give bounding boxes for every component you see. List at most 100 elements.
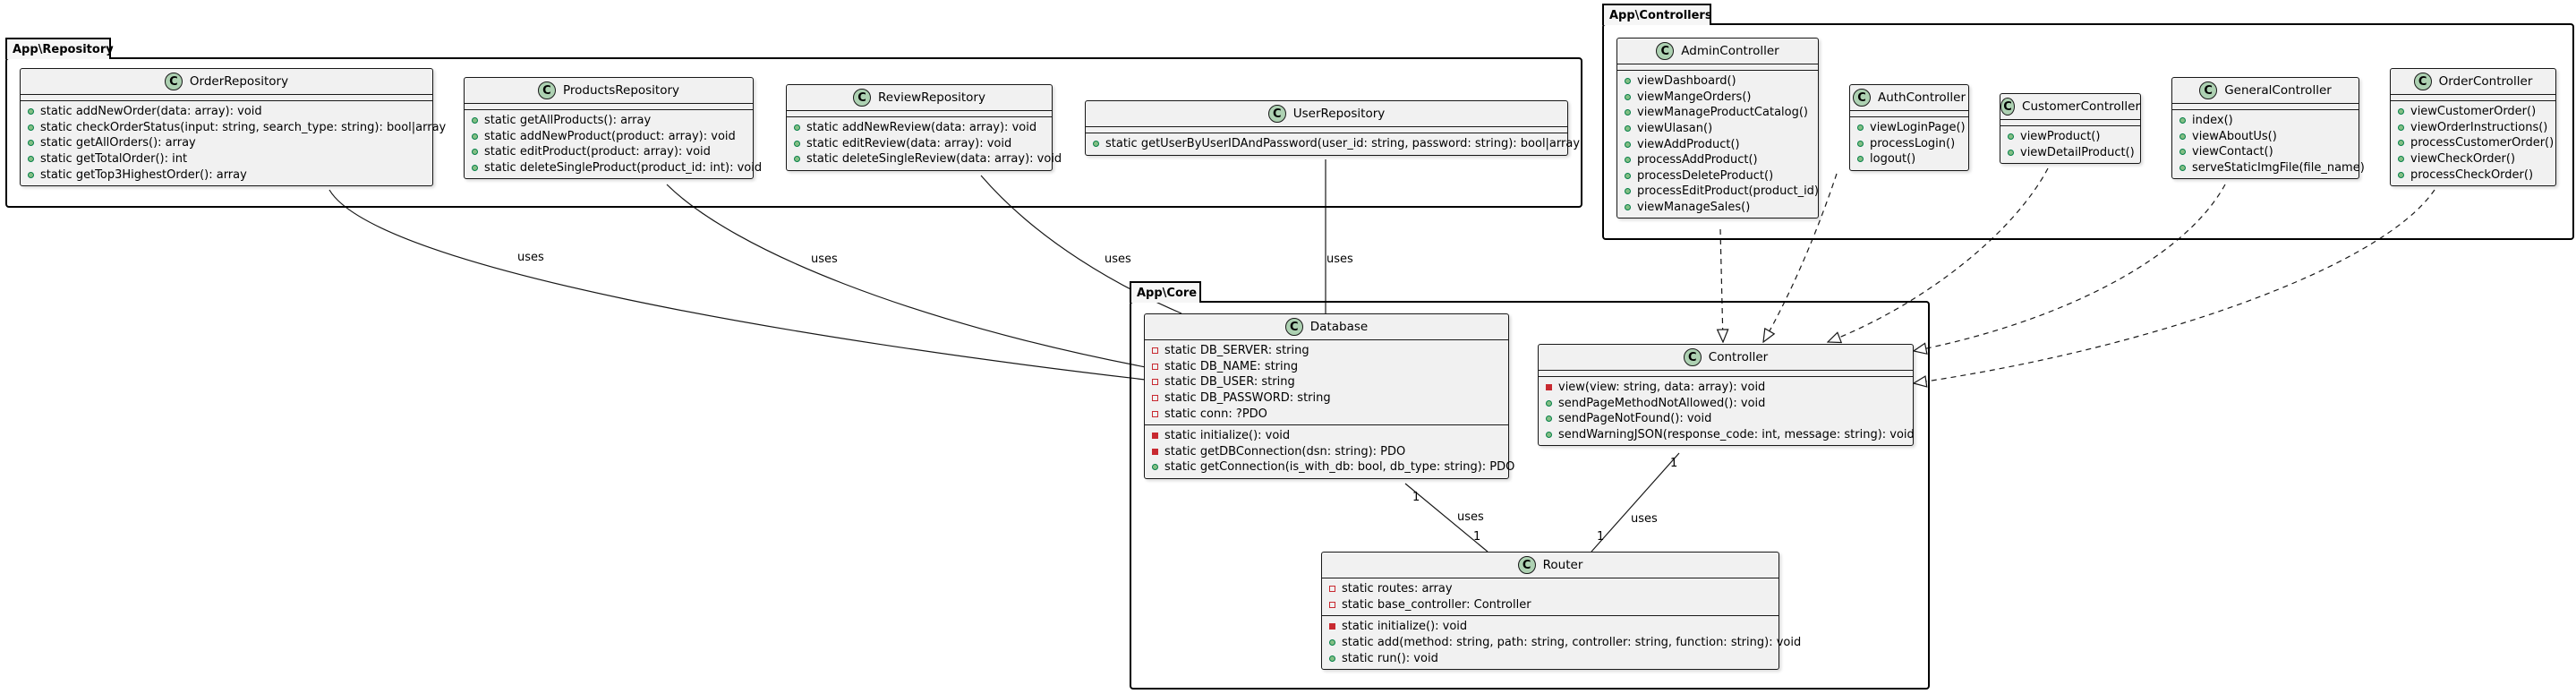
method-text: viewOrderInstructions() xyxy=(2410,120,2548,134)
public-visibility-icon xyxy=(28,171,34,178)
method-text: viewCheckOrder() xyxy=(2410,152,2516,167)
method-row: processCheckOrder() xyxy=(2398,167,2548,183)
method-text: viewManageSales() xyxy=(1637,201,1751,215)
method-text: viewDetailProduct() xyxy=(2020,145,2135,159)
method-text: static getConnection(is_with_db: bool, d… xyxy=(1164,460,1515,475)
method-text: processAddProduct() xyxy=(1637,153,1758,167)
public-visibility-icon xyxy=(1625,109,1631,116)
class-stereotype-icon: C xyxy=(2199,81,2218,99)
class-fields xyxy=(2000,120,2140,126)
method-row: static add(method: string, path: string,… xyxy=(1329,635,1801,651)
method-text: static editReview(data: array): void xyxy=(806,136,1012,150)
class-name: OrderRepository xyxy=(189,74,289,89)
method-row: viewAddProduct() xyxy=(1625,136,1811,152)
private-visibility-icon xyxy=(1152,347,1158,355)
package-repository-tab: App\Repository xyxy=(5,38,114,59)
class-order-repository[interactable]: C OrderRepository static addNewOrder(data:… xyxy=(20,68,446,186)
multiplicity-label: 1 xyxy=(1473,530,1481,544)
class-fields xyxy=(1850,111,1968,117)
method-text: viewAboutUs() xyxy=(2192,129,2277,143)
public-visibility-icon xyxy=(472,133,478,140)
private-visibility-icon xyxy=(1329,586,1335,593)
class-stereotype-icon: C xyxy=(1852,89,1871,107)
method-text: static getTotalOrder(): int xyxy=(40,152,188,167)
class-stereotype-icon: C xyxy=(853,89,872,107)
class-header: C OrderRepository xyxy=(21,69,432,95)
field-text: static routes: array xyxy=(1342,582,1453,596)
method-text: processDeleteProduct() xyxy=(1637,168,1774,183)
public-visibility-icon xyxy=(1546,416,1552,423)
class-methods: viewDashboard()viewMangeOrders()viewMana… xyxy=(1617,71,1819,218)
field-row: static DB_SERVER: string xyxy=(1152,343,1501,359)
public-visibility-icon xyxy=(2179,117,2186,124)
edge-router-database xyxy=(1404,483,1488,553)
method-row: static deleteSingleReview(data: array): … xyxy=(794,151,1062,167)
public-visibility-icon xyxy=(1625,93,1631,100)
class-stereotype-icon: C xyxy=(164,73,183,90)
method-row: viewLoginPage() xyxy=(1857,120,1966,136)
method-text: viewAddProduct() xyxy=(1637,137,1740,151)
field-text: static DB_NAME: string xyxy=(1164,359,1299,373)
field-text: static base_controller: Controller xyxy=(1342,597,1531,612)
method-row: static editProduct(product: array): void xyxy=(472,144,746,160)
edge-customer-controller-inherits xyxy=(1828,167,2049,342)
public-visibility-icon xyxy=(1625,141,1631,148)
method-row: static getConnection(is_with_db: bool, d… xyxy=(1152,459,1514,476)
class-name: UserRepository xyxy=(1292,107,1386,121)
method-row: processAddProduct() xyxy=(1625,152,1811,168)
field-row: static DB_NAME: string xyxy=(1152,359,1501,375)
public-visibility-icon xyxy=(1857,124,1864,132)
method-row: static initialize(): void xyxy=(1152,428,1501,444)
multiplicity-label: 1 xyxy=(1412,491,1420,504)
method-row: static initialize(): void xyxy=(1329,619,1771,635)
public-visibility-icon xyxy=(28,140,34,147)
method-text: processLogin() xyxy=(1870,136,1956,150)
method-row: static addNewReview(data: array): void xyxy=(794,120,1045,136)
method-row: index() xyxy=(2179,113,2351,129)
edge-router-controller xyxy=(1591,452,1680,553)
private-visibility-icon xyxy=(1152,363,1158,370)
method-row: static checkOrderStatus(input: string, s… xyxy=(28,120,446,136)
public-visibility-icon xyxy=(28,108,34,116)
public-visibility-icon xyxy=(794,156,800,163)
method-text: static add(method: string, path: string,… xyxy=(1342,636,1802,650)
method-text: processCheckOrder() xyxy=(2410,167,2534,182)
method-text: sendPageNotFound(): void xyxy=(1558,412,1712,426)
method-row: sendPageMethodNotAllowed(): void xyxy=(1546,396,1906,412)
method-row: static getTotalOrder(): int xyxy=(28,151,425,167)
class-fields xyxy=(1539,371,1913,377)
public-visibility-icon xyxy=(1625,188,1631,195)
private-visibility-icon xyxy=(1546,384,1552,391)
edge-label-uses: uses xyxy=(1631,512,1658,526)
edge-label-uses: uses xyxy=(811,253,838,266)
method-text: static getAllProducts(): array xyxy=(484,114,652,128)
method-text: static addNewReview(data: array): void xyxy=(806,121,1037,135)
class-name: Router xyxy=(1542,558,1583,572)
class-name: AdminController xyxy=(1681,44,1779,58)
method-text: viewProduct() xyxy=(2020,130,2101,144)
method-text: processEditProduct(product_id) xyxy=(1637,184,1819,199)
method-row: viewDetailProduct() xyxy=(2008,145,2135,161)
class-stereotype-icon: C xyxy=(2000,98,2016,116)
public-visibility-icon xyxy=(1093,141,1099,148)
public-visibility-icon xyxy=(472,165,478,172)
method-text: static getAllOrders(): array xyxy=(40,136,196,150)
method-text: static editProduct(product: array): void xyxy=(484,145,711,159)
